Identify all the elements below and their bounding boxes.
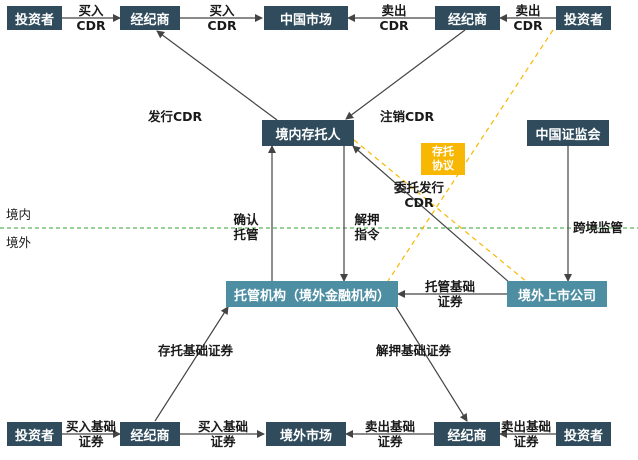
confirm-custody-label: 确认托管 [233,212,259,242]
region-domestic: 境内 [6,207,32,222]
arrow-release-securities [395,306,468,422]
release-underlying-securities-label: 解押基础证券 [376,343,452,358]
broker-box-top-right: 经纪商 [435,6,500,30]
buy-underlying-label-1: 买入基础证券 [65,419,116,449]
arrow-deposit-securities [154,306,229,422]
issue-cdr-label: 发行CDR [148,109,203,124]
sell-underlying-label-1: 卖出基础证券 [364,419,415,449]
investor-box-bottom-left: 投资者 [7,422,62,446]
cross-border-supervision-label: 跨境监管 [573,220,624,235]
sell-underlying-label-2: 卖出基础证券 [500,419,551,449]
agreement-link-top [387,29,554,282]
buy-underlying-label-2: 买入基础证券 [197,419,248,449]
domestic-depositary-box: 境内存托人 [262,120,354,146]
china-market-box: 中国市场 [264,6,348,30]
custody-underlying-securities-label: 托管基础证券 [424,279,475,309]
arrow-entrust-issue [352,145,511,284]
deposit-agreement-box: 存托协议 [421,143,465,175]
investor-box-bottom-right: 投资者 [556,422,611,446]
cancel-cdr-label: 注销CDR [380,109,435,124]
broker-box-top-left: 经纪商 [120,6,180,30]
investor-box-top-left: 投资者 [7,6,62,30]
deposit-underlying-securities-label: 存托基础证券 [158,343,234,358]
arrow-cancel-cdr [345,29,466,120]
agreement-link-bottom [353,139,528,283]
region-overseas: 境外 [6,235,32,250]
csrc-box: 中国证监会 [527,120,609,146]
custodian-box: 托管机构（境外金融机构） [226,281,398,307]
overseas-listed-company-box: 境外上市公司 [507,281,607,307]
broker-box-bottom-right: 经纪商 [434,422,500,446]
broker-box-bottom-left: 经纪商 [120,422,180,446]
investor-box-top-right: 投资者 [556,6,611,30]
overseas-market-box: 境外市场 [266,422,346,446]
release-instruction-label: 解押指令 [354,212,380,242]
arrow-issue-cdr [156,30,278,121]
